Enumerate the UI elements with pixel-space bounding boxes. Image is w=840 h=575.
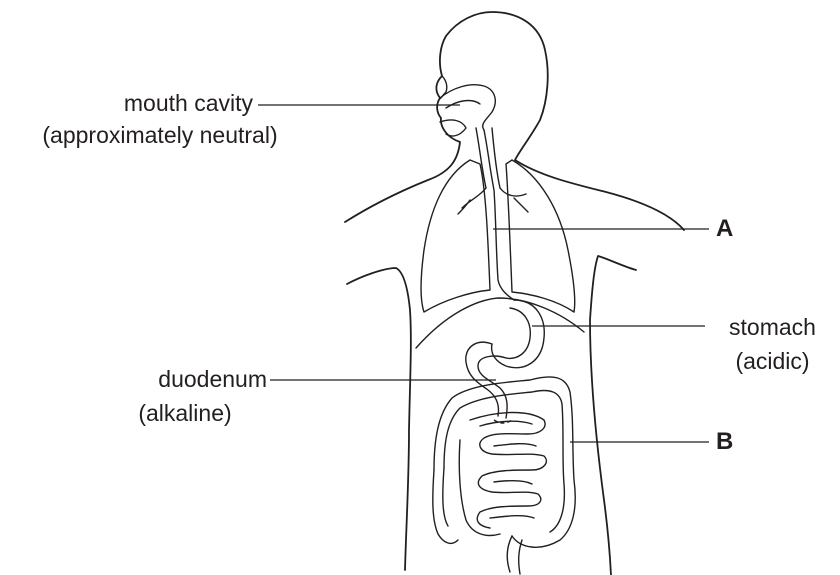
mouth-cavity-outline — [440, 85, 495, 136]
rectum — [507, 536, 522, 574]
mouth-cavity-note: (approximately neutral) — [0, 120, 320, 150]
duodenum-note: (alkaline) — [100, 398, 270, 428]
bronchi — [458, 188, 528, 214]
duodenum-label: duodenum — [0, 364, 267, 394]
right-arm-outline — [590, 256, 636, 575]
right-lung — [506, 160, 575, 312]
body-silhouette — [345, 12, 684, 230]
left-arm-outline — [347, 268, 411, 570]
ascending-colon — [433, 468, 458, 543]
label-a: A — [716, 214, 733, 244]
stomach-organ — [492, 300, 545, 368]
small-intestine-coils — [470, 413, 546, 529]
mouth-cavity-label: mouth cavity — [0, 88, 253, 118]
stomach-label: stomach — [705, 312, 840, 342]
label-b: B — [716, 427, 733, 457]
large-intestine — [434, 377, 575, 547]
stomach-note: (acidic) — [705, 346, 840, 376]
diaphragm — [416, 298, 584, 348]
left-lung — [421, 160, 490, 312]
